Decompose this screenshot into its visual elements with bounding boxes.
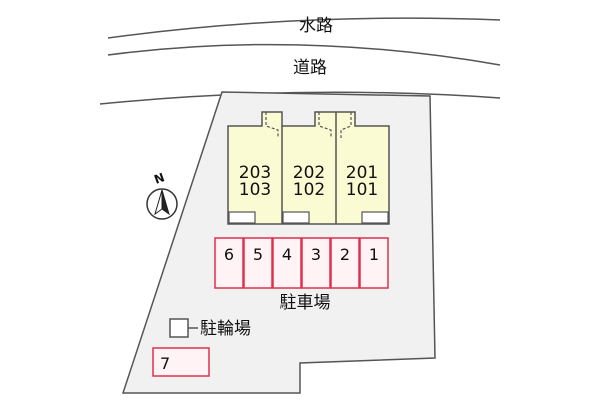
parking-space-2: [330, 237, 360, 289]
parking-number-5: 5: [253, 245, 263, 264]
road-line: [99, 91, 501, 105]
parking-area: [214, 237, 389, 289]
parking-number-7: 7: [160, 354, 170, 373]
parking-number-2: 2: [340, 245, 350, 264]
unit-upper-201: 201: [346, 163, 378, 183]
unit-lower-103: 103: [239, 180, 271, 200]
bicycle-parking-label: 駐輪場: [200, 319, 251, 339]
parking-space-7: [152, 347, 210, 377]
parking-space-6: [214, 237, 244, 289]
unit-lower-102: 102: [293, 180, 325, 200]
parking-number-6: 6: [224, 245, 234, 264]
parking-space-3: [301, 237, 331, 289]
building-block: [227, 111, 390, 225]
unit-upper-203: 203: [239, 163, 271, 183]
bicycle-parking-box: [169, 318, 189, 338]
parking-space-5: [243, 237, 273, 289]
parking-number-4: 4: [282, 245, 292, 264]
parking-space-1: [359, 237, 389, 289]
unit-upper-202: 202: [293, 163, 325, 183]
parking-number-1: 1: [369, 245, 379, 264]
canal-top-line: [107, 17, 501, 39]
canal-label: 水路: [299, 16, 333, 36]
compass-north-label: N: [152, 170, 166, 187]
canal-bottom-line: [107, 43, 501, 66]
parking-number-3: 3: [311, 245, 321, 264]
unit-lower-101: 101: [346, 180, 378, 200]
parking-space-4: [272, 237, 302, 289]
road-label: 道路: [293, 58, 327, 78]
parking-label: 駐車場: [280, 293, 331, 313]
compass-icon: [146, 188, 178, 220]
